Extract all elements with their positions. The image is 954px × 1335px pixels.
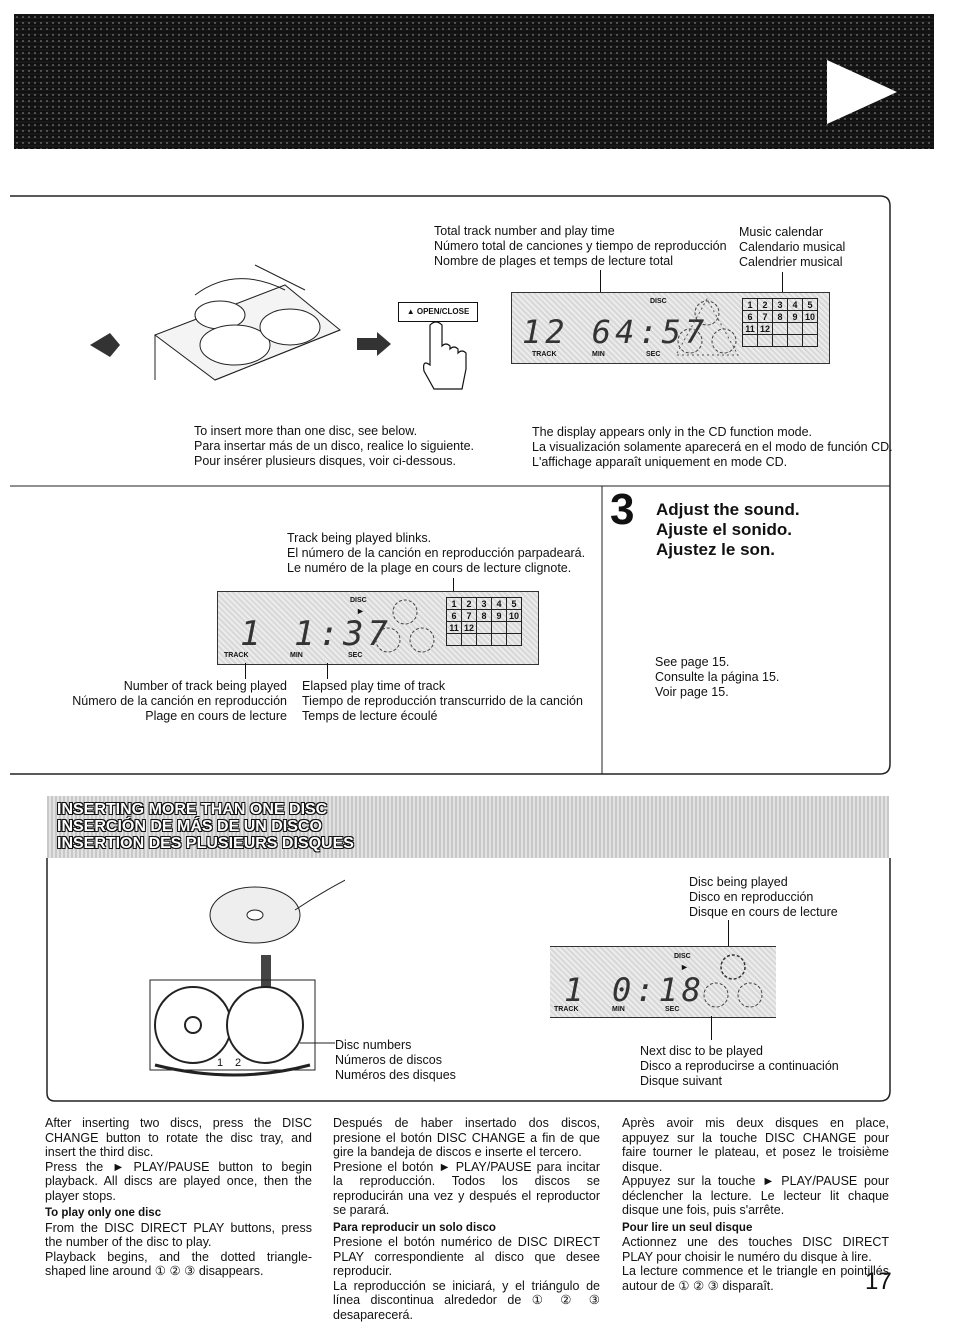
page-number: 17 [865,1268,892,1295]
disc-triangle-icon [675,297,739,356]
disc-numbers-caption: Disc numbers Números de discos Numéros d… [335,1038,456,1082]
insert-more-caption: To insert more than one disc, see below.… [194,424,475,468]
section-title: INSERTING MORE THAN ONE DISC INSERCIÓN D… [57,801,354,852]
music-calendar-caption: Music calendar Calendario musical Calend… [739,225,846,269]
leader-line [782,272,783,294]
disc-insert-illustration [149,879,345,1077]
total-digits: 12 64:57 [522,313,709,351]
french-column: Après avoir mis deux disques en place, a… [622,1116,889,1293]
open-close-button[interactable]: ▲ OPEN/CLOSE [398,302,478,322]
banner-texture [14,14,934,149]
track-digit: 1 [240,614,265,654]
disc-triangle-icon [375,599,435,653]
track-digit: 1 [564,971,588,1009]
pointing-hand-icon [423,321,467,390]
display-mode-caption: The display appears only in the CD funct… [532,425,893,469]
leader-line [728,920,729,970]
play-indicator-icon: ► [680,962,689,972]
tray-number-1: 1 [217,1057,224,1069]
english-column: After inserting two discs, press the DIS… [45,1116,312,1278]
time-digits: 0:18 [612,971,706,1009]
leader-line [245,663,246,679]
arrow-right-icon [357,332,391,356]
leader-line [327,663,328,679]
elapsed-caption: Elapsed play time of track Tiempo de rep… [302,679,583,723]
cd-display-disc-change: DISC ► 1 0:18 TRACK MIN SEC [550,946,776,1018]
play-indicator-icon: ► [356,606,365,616]
disc-triangle-icon [703,954,763,1008]
spanish-column: Después de haber insertado dos discos, p… [333,1116,600,1322]
step-number: 3 [610,485,635,534]
step-title: Adjust the sound. Ajuste el sonido. Ajus… [656,500,800,559]
play-arrow-icon [827,60,897,124]
leader-line [600,270,601,310]
blinks-caption: Track being played blinks. El número de … [287,531,586,575]
next-disc-caption: Next disc to be played Disco a reproduci… [640,1044,839,1088]
panel-border [10,195,891,775]
total-track-caption: Total track number and play time Número … [434,224,727,268]
tray-number-2: 2 [235,1057,242,1069]
leader-line [453,578,454,602]
track-number-caption: Number of track being played Número de l… [72,679,287,723]
disc-tray-illustration [90,264,341,381]
elapsed-digits: 1:37 [294,614,392,654]
disc-being-played-caption: Disc being played Disco en reproducción … [689,875,838,919]
leader-line [711,1016,712,1040]
see-page-ref: See page 15. Consulte la página 15. Voir… [655,655,780,699]
section-header-band [47,796,889,858]
section-border [46,858,891,1102]
